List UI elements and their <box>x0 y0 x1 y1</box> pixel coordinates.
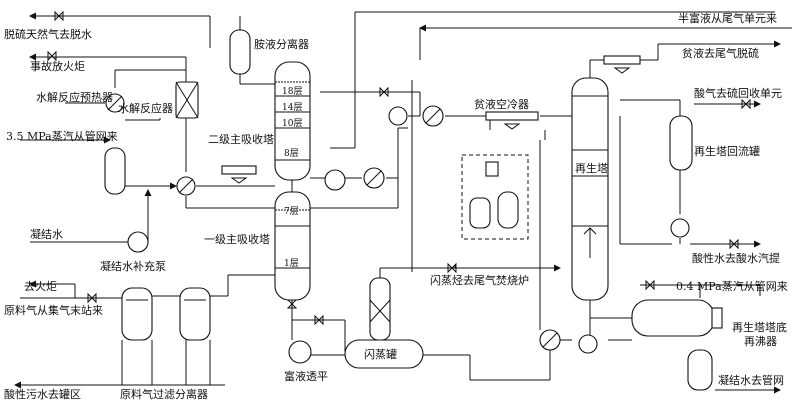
regenerator-column <box>571 77 609 301</box>
label-lean-to-tail: 贫液去尾气脱硫 <box>682 46 759 60</box>
label-tray-14: 14层 <box>282 102 302 113</box>
steam-separator-vessel <box>104 147 126 195</box>
flash-tank-vessel <box>344 339 424 369</box>
control-valve-6 <box>729 238 739 250</box>
equipment <box>47 10 751 391</box>
label-flash-incinerator: 闪蒸烃去尾气焚烧炉 <box>430 273 529 287</box>
label-lean-aircooler: 贫液空冷器 <box>474 97 529 111</box>
label-flare: 事故放火炬 <box>30 59 85 73</box>
lean-pump-1 <box>324 169 346 191</box>
label-tray-18: 18层 <box>282 86 302 97</box>
lean-pump-3 <box>578 334 598 354</box>
label-regenerator: 再生塔 <box>575 161 608 175</box>
condensate-makeup-pump <box>127 231 149 253</box>
lean-pump-2 <box>388 106 408 126</box>
label-desulf-gas: 脱硫天然气去脱水 <box>4 27 92 41</box>
flash-absorber-column <box>369 277 391 341</box>
secondary-absorber-column <box>274 61 311 181</box>
label-flash-tank: 闪蒸罐 <box>364 347 397 361</box>
label-feed-filter: 原料气过滤分离器 <box>120 387 208 401</box>
rich-amine-turbine <box>288 340 312 364</box>
label-to-flare: 去火炬 <box>24 280 57 293</box>
label-reflux-drum: 再生塔回流罐 <box>694 144 760 158</box>
control-valve-2 <box>47 50 57 62</box>
label-condensate: 凝结水 <box>30 227 63 241</box>
label-secondary-absorber: 二级主吸收塔 <box>208 132 274 146</box>
package-skid <box>461 154 529 240</box>
labels: 脱硫天然气去脱水 事故放火炬 胺液分离器 半富液从尾气单元来 贫液去尾气脱硫 水… <box>4 11 788 401</box>
label-condensate-out: 凝结水去管网 <box>718 373 784 387</box>
control-valve-4 <box>314 314 324 326</box>
control-valve-8 <box>645 279 655 291</box>
control-valve-5 <box>741 98 751 110</box>
control-valve-9 <box>87 292 97 304</box>
label-tray-7: 7层 <box>284 206 299 217</box>
secondary-cooler <box>221 165 257 175</box>
label-tray-8: 8层 <box>284 148 299 159</box>
label-rich-turbine: 富液透平 <box>284 369 328 383</box>
label-semi-rich: 半富液从尾气单元来 <box>678 11 777 25</box>
label-reboiler-2: 再沸器 <box>744 335 777 348</box>
skid-filter-1 <box>469 197 491 229</box>
label-tray-1: 1层 <box>284 258 299 269</box>
piping <box>14 11 792 394</box>
label-steam-04: 0.4 MPa蒸汽从管网来 <box>676 279 788 293</box>
condensate-pot <box>687 349 713 391</box>
label-reboiler-1: 再生塔塔底 <box>732 320 787 334</box>
skid-filter-2 <box>497 191 519 229</box>
control-valve-10 <box>286 299 298 309</box>
label-steam-35: 3.5 MPa蒸汽从管网来 <box>6 129 118 143</box>
label-amine-separator: 胺液分离器 <box>254 37 309 51</box>
control-valve-3 <box>379 86 389 98</box>
label-sour-water: 酸性水去酸水汽提 <box>692 251 780 265</box>
control-valve-7 <box>447 262 457 274</box>
label-tray-10: 10层 <box>282 118 302 129</box>
label-hydrolysis-preheater: 水解反应预热器 <box>36 90 113 104</box>
amine-separator-vessel <box>229 29 251 75</box>
reflux-drum <box>669 115 693 171</box>
control-valve-1 <box>54 10 64 22</box>
label-acid-gas: 酸气去硫回收单元 <box>694 86 782 100</box>
reboiler-shell <box>631 299 715 337</box>
regenerator-condenser <box>603 55 641 65</box>
label-feed-gas: 原料气从集气末站来 <box>4 303 103 317</box>
lean-air-cooler <box>485 111 539 121</box>
reflux-pump <box>670 218 690 238</box>
feed-filter-separator-2 <box>179 287 211 341</box>
label-hydrolysis-reactor: 水解反应器 <box>118 101 173 115</box>
feed-filter-separator-1 <box>121 287 153 341</box>
label-condensate-pump: 凝结水补充泵 <box>100 259 166 273</box>
label-acid-sewage: 酸性污水去罐区 <box>4 387 81 401</box>
label-primary-absorber: 一级主吸收塔 <box>204 232 270 246</box>
